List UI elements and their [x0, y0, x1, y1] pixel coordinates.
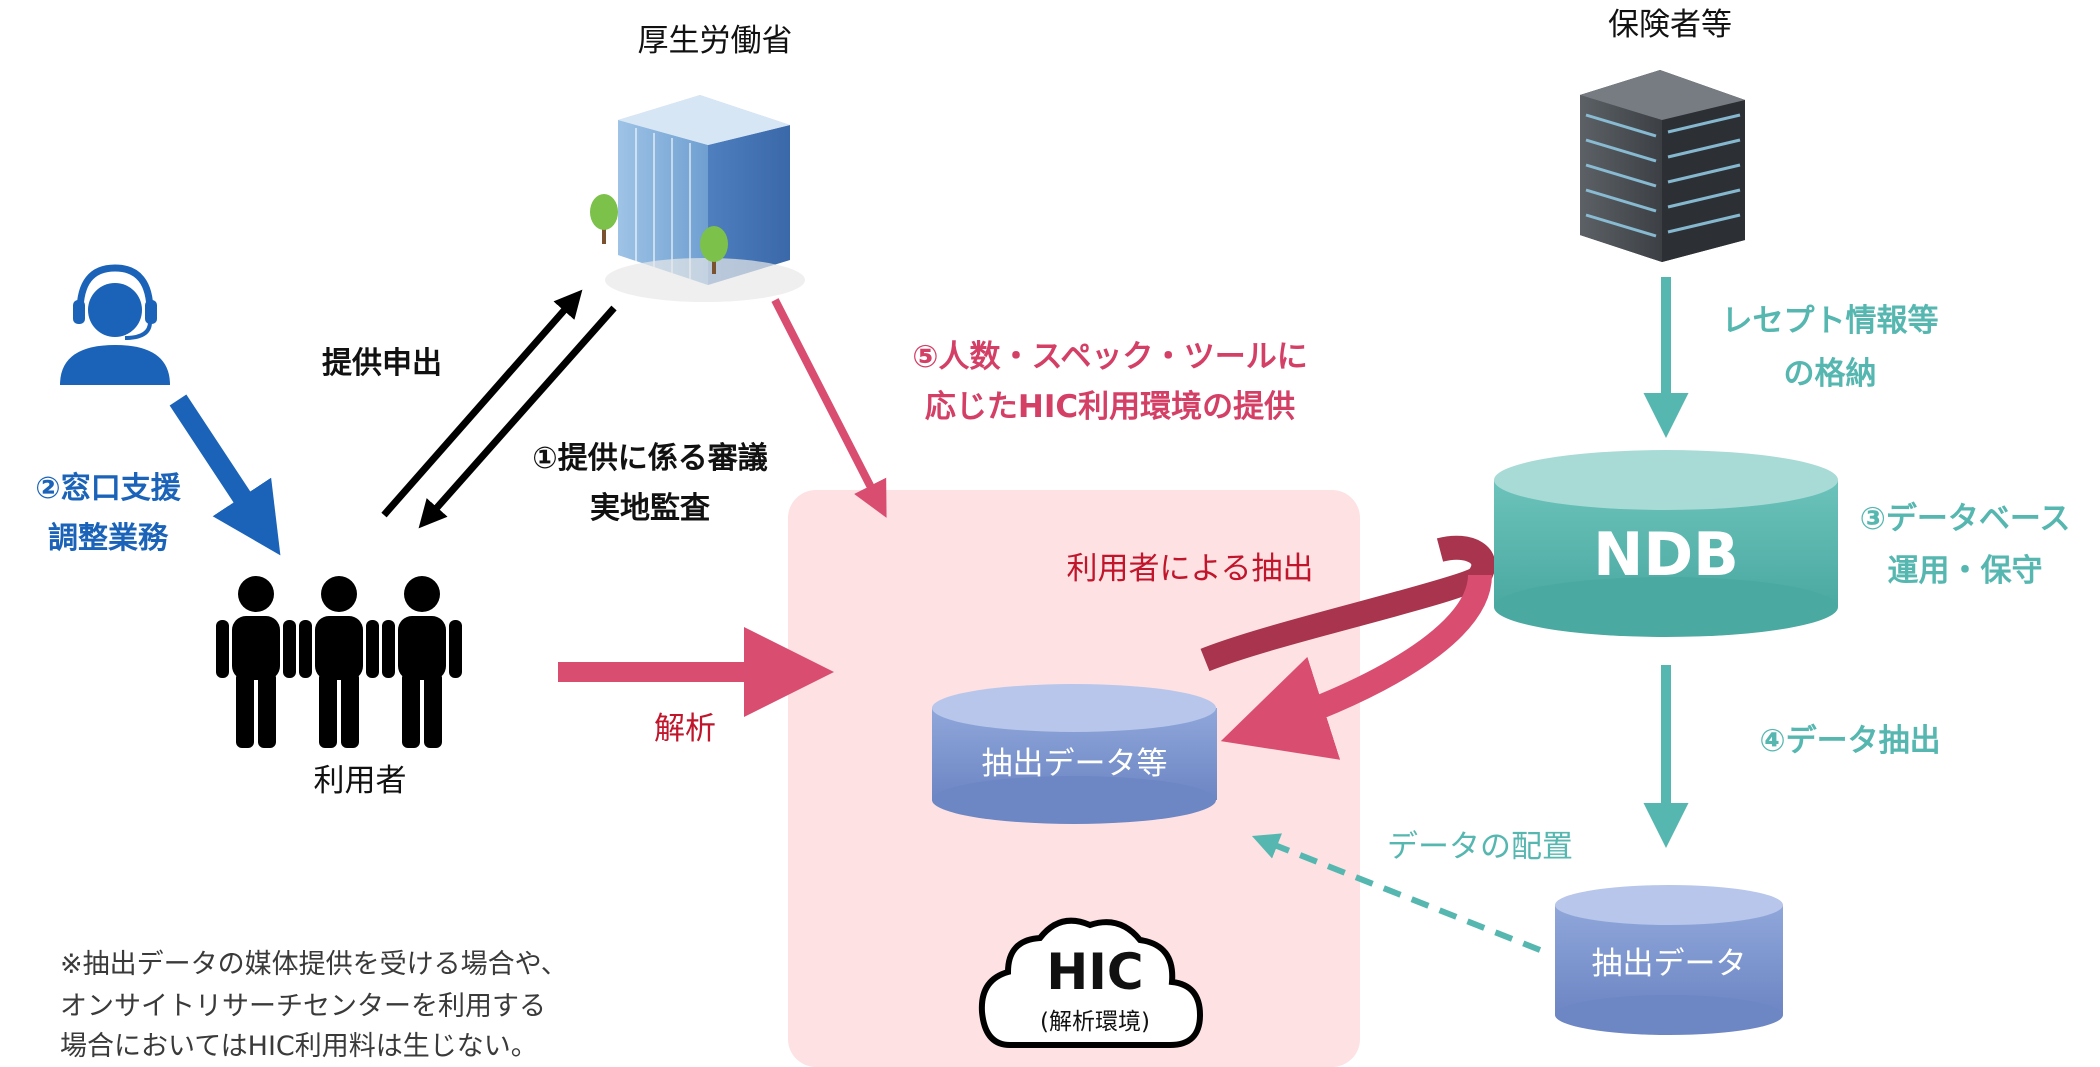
extracted-data-label: 抽出データ [1591, 946, 1747, 982]
support-arrow [169, 394, 281, 556]
tree-icon [590, 194, 728, 274]
person-icon [299, 576, 379, 748]
insurers-building-icon [1580, 70, 1745, 262]
hic-provision-arrow [771, 298, 887, 518]
user-extraction-arrow-back [1200, 535, 1496, 672]
analysis-label: 解析 [654, 711, 716, 747]
review-arrow [418, 305, 617, 529]
hic-label: HIC [1046, 943, 1144, 1001]
note-line1: ※抽出データの媒体提供を受ける場合や、 [60, 949, 568, 980]
consult-label-line2: 調整業務 [48, 521, 168, 556]
application-label: 提供申出 [322, 346, 442, 381]
ndb-database-cylinder [1494, 450, 1838, 637]
extracted-data-cylinder [1555, 885, 1783, 1035]
user-extraction-arrow-front [1220, 573, 1492, 760]
extracted-data-etc-label: 抽出データ等 [981, 746, 1168, 782]
receipt-storage-label-line1: レセプト情報等 [1721, 303, 1939, 339]
users-group-icon [216, 576, 462, 748]
mhlw-label: 厚生労働省 [637, 23, 793, 59]
insurers-label: 保険者等 [1608, 7, 1732, 43]
mhlw-building-icon [590, 95, 805, 302]
hic-provision-label-line1: ⑤人数・スペック・ツールに [912, 339, 1308, 375]
note-line3: 場合においてはHIC利用料は生じない。 [60, 1031, 538, 1062]
note-line2: オンサイトリサーチセンターを利用する [60, 991, 546, 1022]
db-operation-label-line2: 運用・保守 [1887, 553, 2043, 589]
ndb-label: NDB [1593, 520, 1739, 590]
data-placement-label: データの配置 [1387, 829, 1573, 865]
support-operator-icon [60, 264, 170, 385]
data-placement-arrow [1251, 833, 1542, 953]
review-label-line1: ①提供に係る審議 [532, 441, 768, 476]
receipt-storage-label-line2: の格納 [1783, 356, 1877, 392]
hic-sublabel: (解析環境) [1040, 1009, 1150, 1035]
data-extraction-label: ④データ抽出 [1759, 723, 1941, 759]
extracted-data-etc-cylinder [932, 684, 1217, 824]
user-extraction-label: 利用者による抽出 [1066, 551, 1314, 587]
application-arrow [381, 289, 583, 518]
consult-label-line1: ②窓口支援 [35, 471, 181, 506]
person-icon [216, 576, 296, 748]
db-operation-label-line1: ③データベース [1859, 501, 2071, 537]
review-label-line2: 実地監査 [590, 491, 710, 526]
hic-cloud-icon [978, 917, 1204, 1048]
hic-provision-label-line2: 応じたHIC利用環境の提供 [924, 389, 1296, 425]
users-label: 利用者 [313, 763, 407, 799]
person-icon [382, 576, 462, 748]
